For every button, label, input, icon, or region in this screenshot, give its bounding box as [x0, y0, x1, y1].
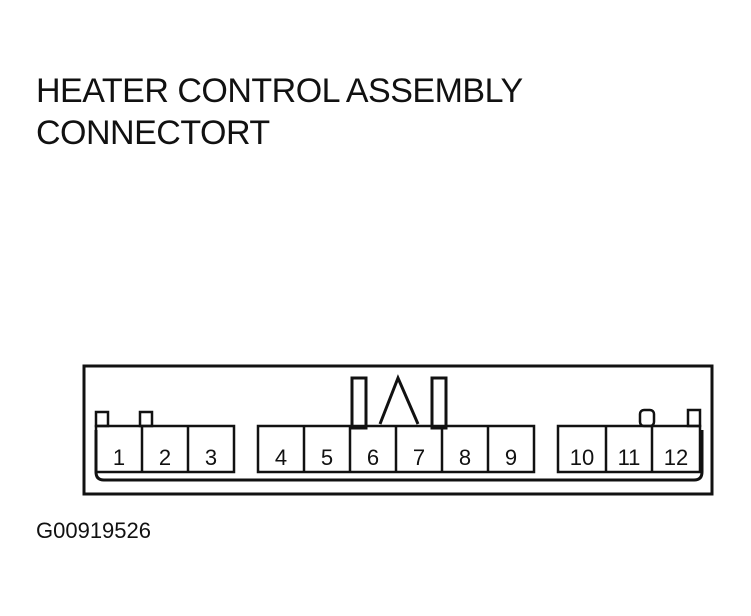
diagram-title-line-2: CONNECTORT [36, 114, 270, 152]
pin-label-8: 8 [459, 445, 471, 470]
pin-label-7: 7 [413, 445, 425, 470]
pin-label-9: 9 [505, 445, 517, 470]
key-bump-4 [686, 408, 702, 428]
pin-label-11: 11 [618, 445, 641, 470]
diagram-title: HEATER CONTROL ASSEMBLY CONNECTORT [36, 70, 523, 154]
figure-id: G00919526 [36, 518, 151, 543]
lock-tab-left [350, 376, 368, 430]
pin-label-6: 6 [367, 445, 379, 470]
pin-label-12: 12 [664, 445, 688, 470]
connector-housing [82, 364, 714, 496]
lock-tab-center [378, 374, 420, 425]
pin-label-2: 2 [159, 445, 171, 470]
connector-inner-shell [94, 430, 704, 482]
pin-label-10: 10 [570, 445, 594, 470]
pin-label-3: 3 [205, 445, 217, 470]
cavity-group-3 [556, 424, 702, 474]
pin-label-1: 1 [113, 445, 125, 470]
pin-label-4: 4 [275, 445, 287, 470]
key-bump-3 [638, 408, 656, 428]
diagram-title-line-1: HEATER CONTROL ASSEMBLY [36, 72, 523, 110]
key-bump-2 [138, 410, 154, 428]
lock-tab-right [430, 376, 448, 430]
key-bump-1 [94, 410, 110, 428]
pin-label-5: 5 [321, 445, 333, 470]
cavity-group-1 [94, 424, 236, 474]
